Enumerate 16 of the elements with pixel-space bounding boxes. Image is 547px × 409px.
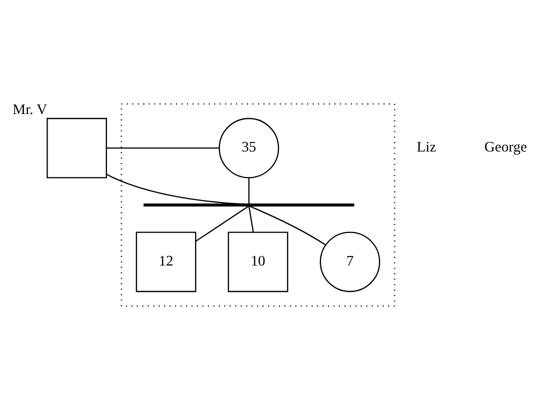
connector (106, 147, 220, 148)
connector (195, 204, 250, 242)
node-bar (144, 203, 354, 206)
connector (248, 204, 326, 245)
node-box: 10 (228, 231, 288, 292)
node-box: 12 (136, 231, 196, 292)
connector (106, 173, 249, 204)
node-circle: 35 (218, 117, 280, 178)
node-label: Mr. V (12, 101, 48, 118)
label: George (484, 139, 527, 156)
node-circle: 7 (320, 231, 380, 292)
cluster (120, 102, 396, 306)
label: Liz (416, 139, 436, 156)
node-box (46, 117, 107, 178)
connector (248, 205, 254, 232)
connector (248, 177, 250, 204)
